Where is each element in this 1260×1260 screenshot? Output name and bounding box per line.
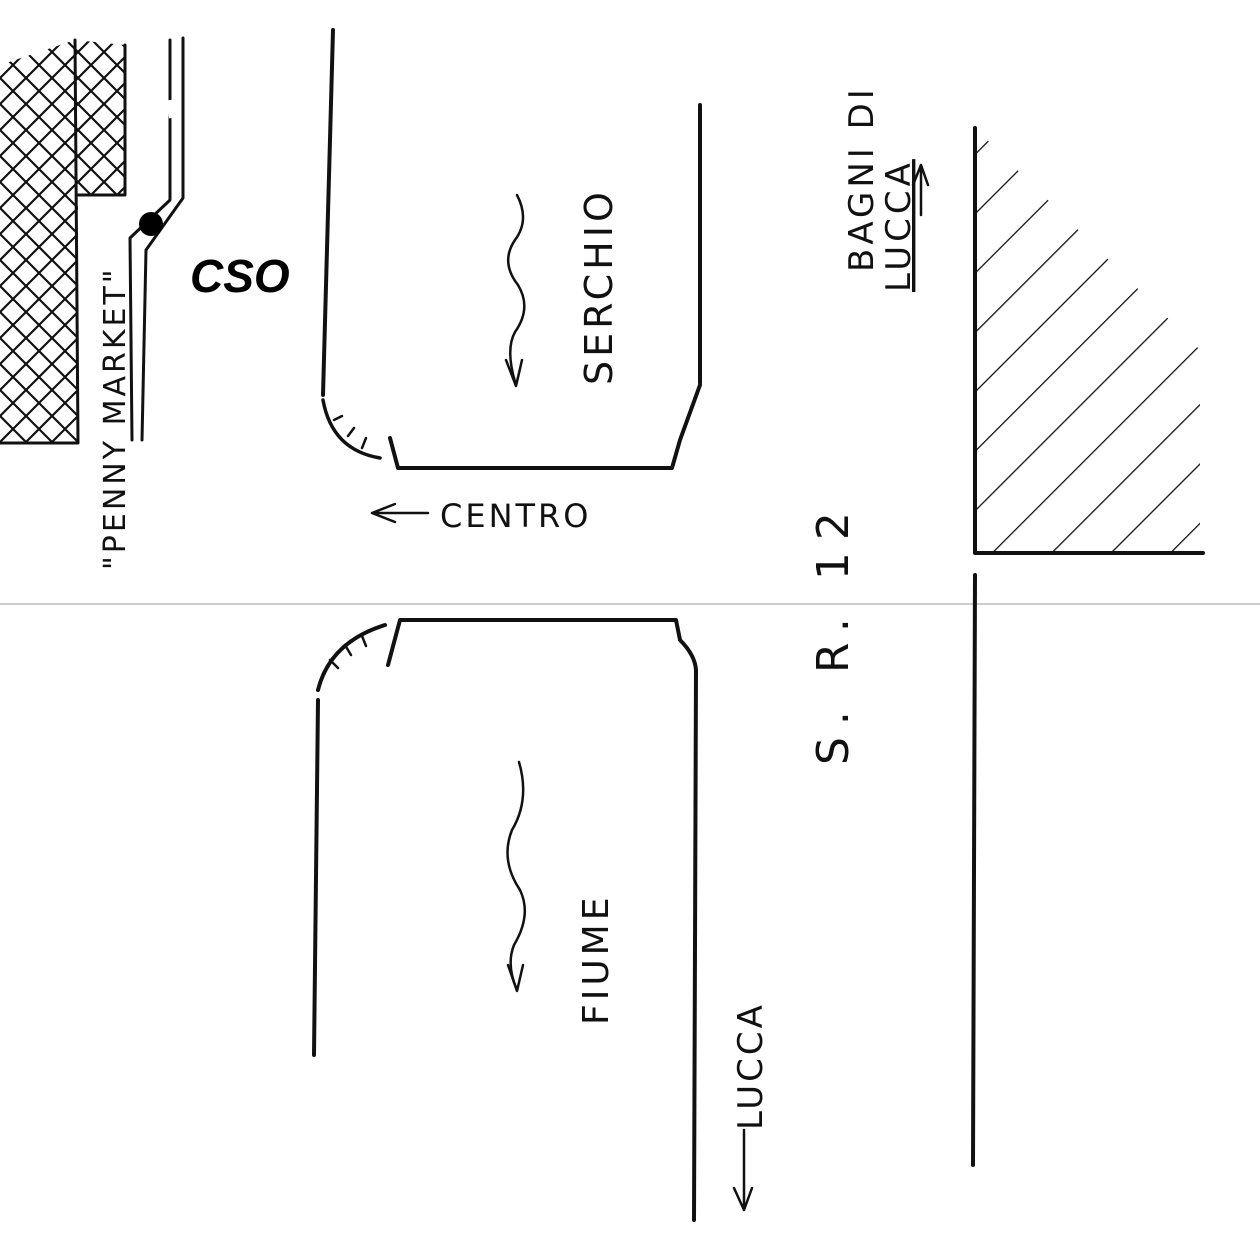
lucca-label: LUCCA xyxy=(731,1002,771,1130)
building-block xyxy=(0,38,127,445)
location-marker-icon xyxy=(139,212,163,236)
local-road xyxy=(128,36,185,442)
river-lower xyxy=(312,618,698,1222)
fiume-label: FIUME xyxy=(576,894,617,1025)
sr12-label: S. R. 12 xyxy=(808,500,859,765)
centro-label: CENTRO xyxy=(440,497,591,535)
arrow-up-icon xyxy=(911,163,930,217)
flow-arrow-icon xyxy=(504,193,526,388)
cso-label: CSO xyxy=(190,250,290,302)
river-upper xyxy=(321,28,702,470)
bagni-label-line1: BAGNI DI xyxy=(842,85,882,272)
arrow-down-icon xyxy=(732,1128,754,1212)
flow-arrow-icon xyxy=(506,760,527,993)
bagni-label-line2: LUCCA xyxy=(879,159,919,292)
serchio-label: SERCHIO xyxy=(577,188,621,385)
penny-market-label: "PENNY MARKET" xyxy=(98,266,133,570)
road-sr12-edge xyxy=(971,126,1205,1167)
arrow-left-icon xyxy=(370,502,430,524)
